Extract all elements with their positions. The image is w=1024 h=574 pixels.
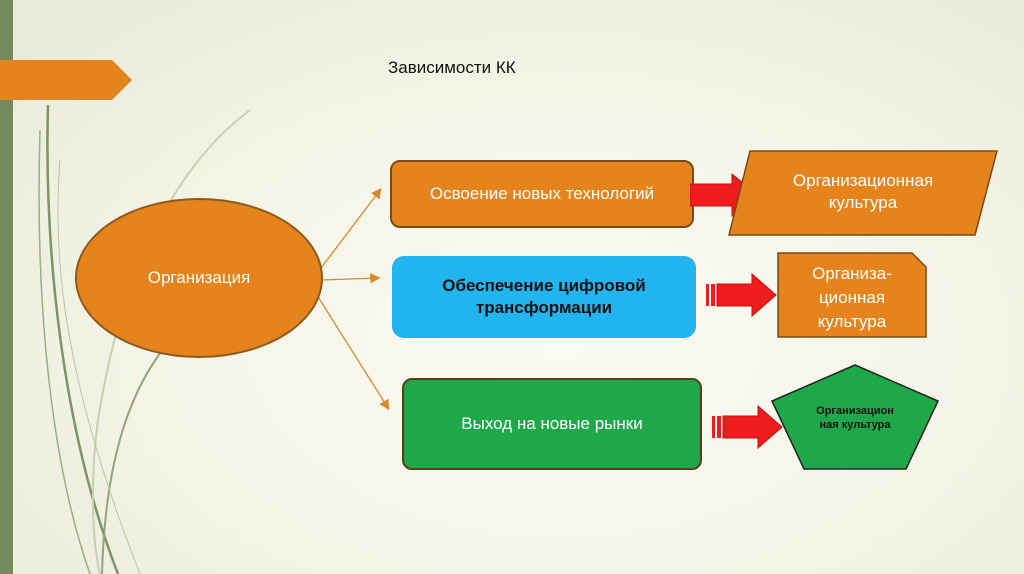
culture-line: Организа-	[812, 264, 892, 283]
node-digital-transformation: Обеспечение цифровой трансформации	[392, 256, 696, 338]
culture-line: Организацион	[816, 405, 894, 417]
culture-line: ционная	[818, 288, 886, 307]
node-digital-transformation-label: Обеспечение цифровой трансформации	[442, 276, 646, 317]
node-new-markets-label: Выход на новые рынки	[461, 414, 643, 433]
connector-to-digital	[321, 273, 381, 284]
connector-to-markets	[314, 291, 390, 411]
culture-pentagon-text: Организацион ная культура	[790, 404, 920, 432]
decorative-curves	[38, 104, 251, 574]
node-new-technologies: Освоение новых технологий	[390, 160, 694, 228]
arrow-right-striped-icon	[706, 272, 777, 318]
connector-to-tech	[317, 187, 382, 273]
node-new-markets: Выход на новые рынки	[402, 378, 702, 470]
culture-snip-text: Организа- ционная культура	[777, 262, 927, 334]
culture-snip-shape	[777, 252, 927, 338]
culture-line: культура	[817, 312, 887, 331]
culture-parallelogram-shape	[728, 150, 998, 236]
culture-pentagon-shape	[770, 364, 940, 470]
culture-line: культура	[828, 193, 898, 212]
left-accent-bar	[0, 0, 13, 574]
slide-title: Зависимости КК	[388, 58, 516, 77]
title-tab-shape	[0, 60, 132, 100]
culture-line: ная культура	[819, 419, 891, 431]
node-organization: Организация	[75, 198, 323, 358]
node-organization-label: Организация	[147, 268, 251, 287]
arrow-right-striped-icon	[712, 404, 783, 450]
culture-line: Организационная	[792, 171, 934, 190]
node-new-technologies-label: Освоение новых технологий	[429, 184, 655, 203]
culture-parallelogram-text: Организационная культура	[752, 170, 974, 214]
